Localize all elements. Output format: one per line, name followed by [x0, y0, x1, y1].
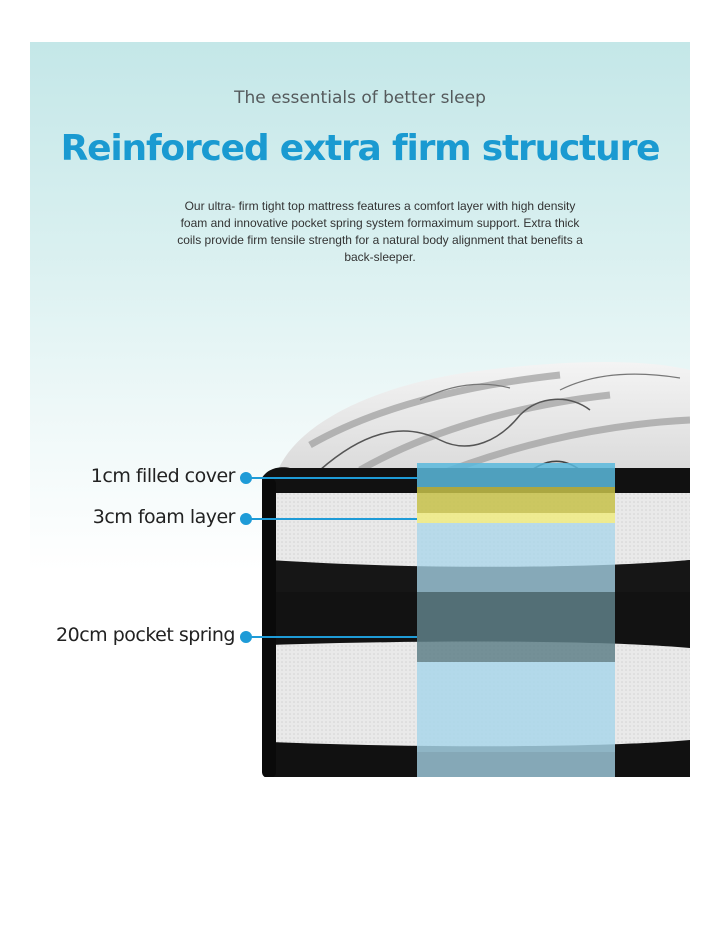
- cross-section: [417, 463, 615, 777]
- callout-lines: [240, 472, 417, 643]
- label-pocket-spring: 20cm pocket spring: [56, 624, 235, 646]
- description: Our ultra- firm tight top mattress featu…: [177, 199, 583, 264]
- callout-dot-cover: [240, 472, 252, 484]
- callout-dot-foam: [240, 513, 252, 525]
- page-title: Reinforced extra firm structure: [60, 128, 661, 169]
- mattress-top: [278, 361, 690, 482]
- cover-layer-band: [417, 463, 615, 487]
- subtitle: The essentials of better sleep: [234, 88, 486, 108]
- callout-dot-spring: [240, 631, 252, 643]
- label-foam-layer: 3cm foam layer: [92, 506, 236, 528]
- label-filled-cover: 1cm filled cover: [90, 465, 236, 487]
